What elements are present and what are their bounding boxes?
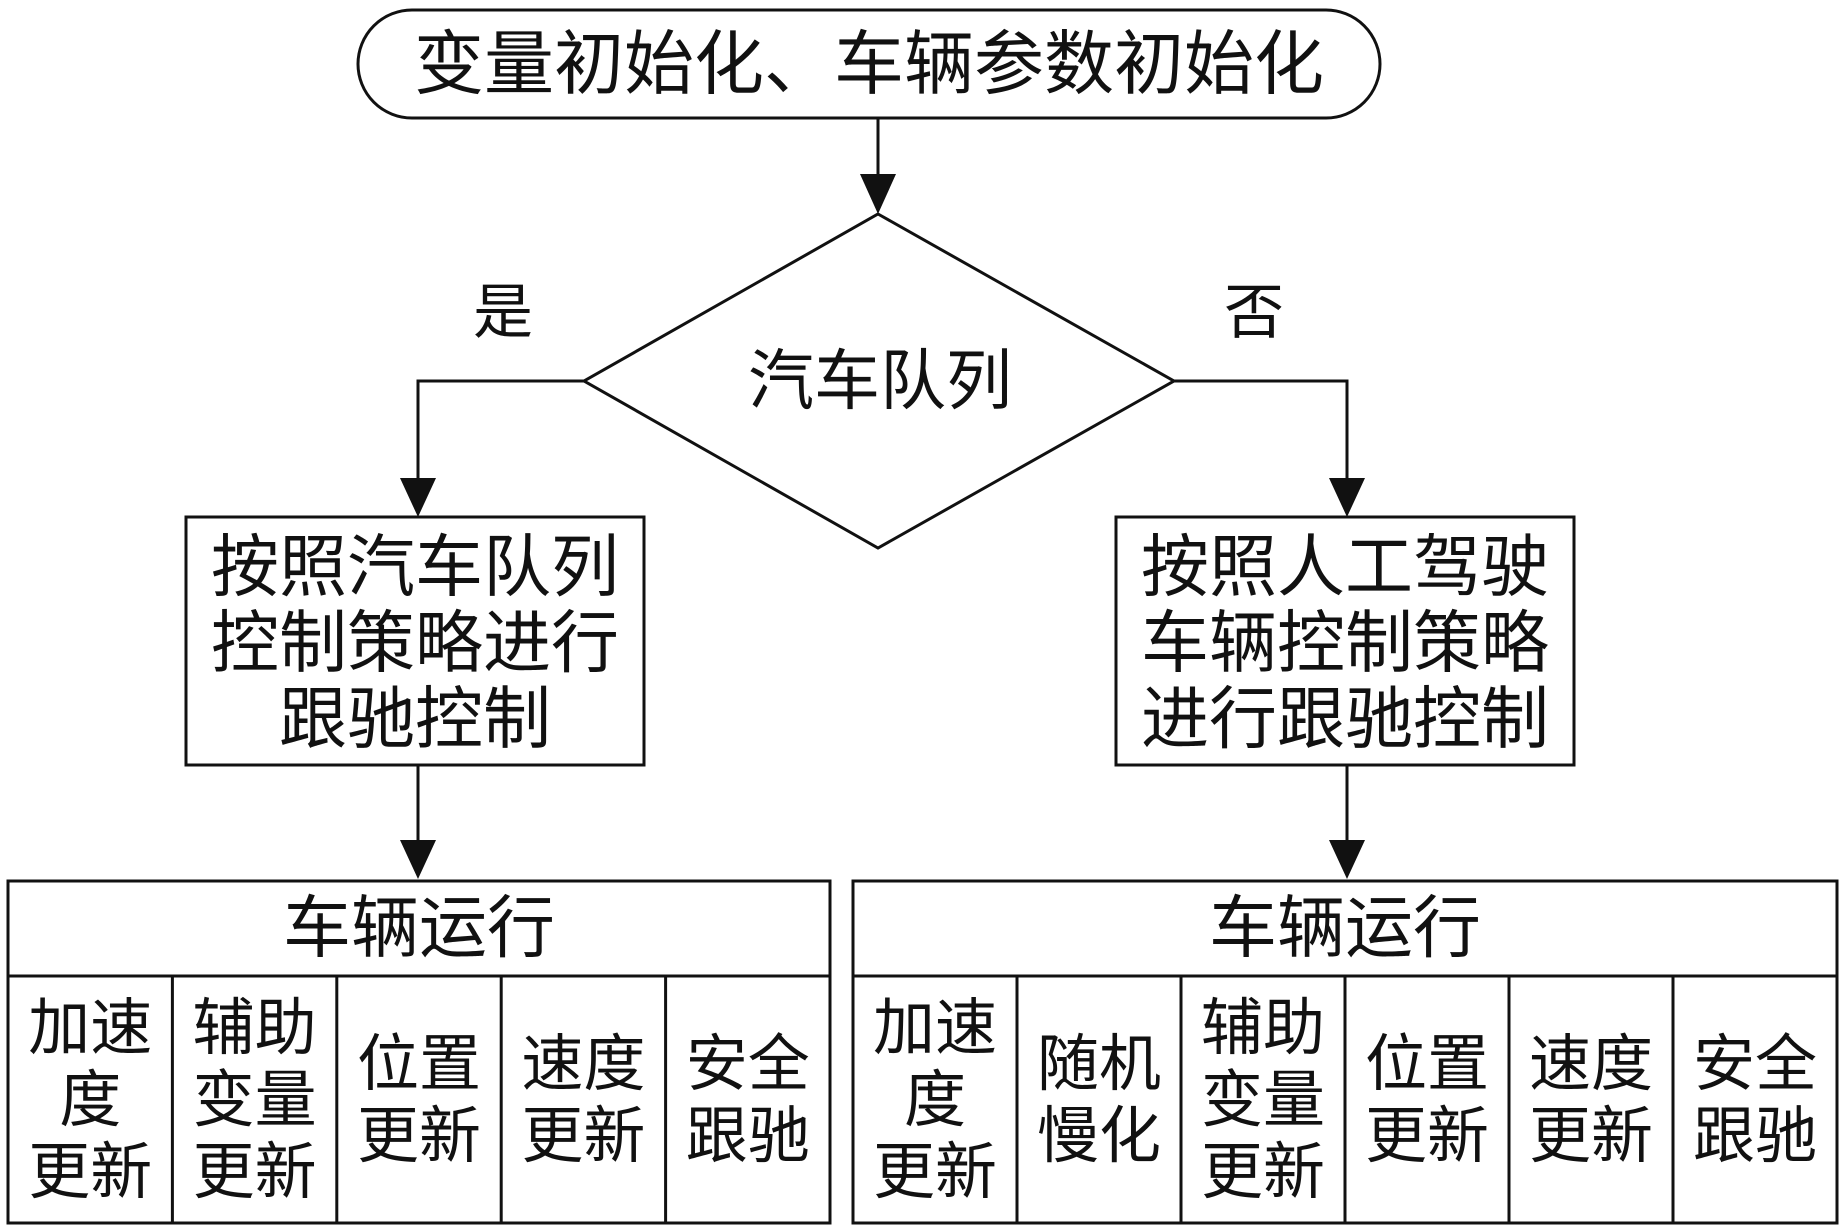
left-run-cell-4-line-2: 更新 [521, 1099, 645, 1172]
no-label: 否 [1224, 278, 1284, 348]
yes-label: 是 [473, 278, 533, 348]
right-run-cell-4-line-2: 更新 [1365, 1099, 1489, 1172]
left-process-line-3: 跟驰控制 [279, 681, 551, 760]
left-process-box: 按照汽车队列 控制策略进行 跟驰控制 [184, 515, 646, 767]
left-process-line-2: 控制策略进行 [211, 605, 619, 684]
yes-branch-line [416, 379, 584, 480]
left-run-cell-4-line-1: 速度 [521, 1027, 645, 1100]
left-run-title: 车辆运行 [283, 890, 555, 969]
yes-branch-arrowhead [400, 478, 436, 517]
right-run-cell-5-line-1: 速度 [1529, 1027, 1653, 1100]
right-process-line-3: 进行跟驰控制 [1141, 681, 1549, 760]
start-label: 变量初始化、车辆参数初始化 [414, 23, 1324, 105]
arrowhead-left-process-to-run [400, 840, 436, 879]
right-run-cell-1-line-3: 更新 [873, 1135, 997, 1208]
decision-label: 汽车队列 [748, 343, 1012, 420]
right-run-cell-3-line-2: 变量 [1201, 1063, 1325, 1136]
right-process-line-1: 按照人工驾驶 [1141, 529, 1549, 608]
left-run-cell-2-line-1: 辅助 [193, 991, 317, 1064]
right-run-cell-4-line-1: 位置 [1365, 1027, 1489, 1100]
no-branch-line [1174, 379, 1349, 480]
right-run-cell-2-line-1: 随机 [1037, 1027, 1161, 1100]
right-process-line-2: 车辆控制策略 [1141, 605, 1549, 684]
right-process-box: 按照人工驾驶 车辆控制策略 进行跟驰控制 [1114, 515, 1576, 767]
right-run-cell-6-line-2: 跟驰 [1693, 1099, 1817, 1172]
left-run-cell-3-line-1: 位置 [357, 1027, 481, 1100]
right-run-cell-5-line-2: 更新 [1529, 1099, 1653, 1172]
start-node: 变量初始化、车辆参数初始化 [356, 8, 1382, 120]
left-run-cell-5-line-2: 跟驰 [686, 1099, 810, 1172]
no-branch-arrowhead [1329, 478, 1365, 517]
right-run-cell-2-line-2: 慢化 [1037, 1099, 1161, 1172]
left-run-cell-3-line-2: 更新 [357, 1099, 481, 1172]
right-run-cell-1-line-2: 度 [904, 1063, 966, 1136]
left-run-cell-2-line-3: 更新 [193, 1135, 317, 1208]
arrowhead-right-process-to-run [1329, 840, 1365, 879]
left-run-cell-2-line-2: 变量 [193, 1063, 317, 1136]
right-run-title: 车辆运行 [1209, 890, 1481, 969]
right-run-cell-1-line-1: 加速 [873, 991, 997, 1064]
arrowhead-start-to-decision [860, 174, 896, 214]
left-run-cell-1-line-1: 加速 [28, 991, 152, 1064]
left-run-cell-5-line-1: 安全 [686, 1027, 810, 1100]
right-run-cell-3-line-3: 更新 [1201, 1135, 1325, 1208]
right-run-cell-3-line-1: 辅助 [1201, 991, 1325, 1064]
left-process-line-1: 按照汽车队列 [211, 529, 619, 608]
left-run-cell-1-line-2: 度 [59, 1063, 121, 1136]
right-run-cell-6-line-1: 安全 [1693, 1027, 1817, 1100]
decision-node: 汽车队列 [580, 212, 1178, 550]
left-run-cell-1-line-3: 更新 [28, 1135, 152, 1208]
